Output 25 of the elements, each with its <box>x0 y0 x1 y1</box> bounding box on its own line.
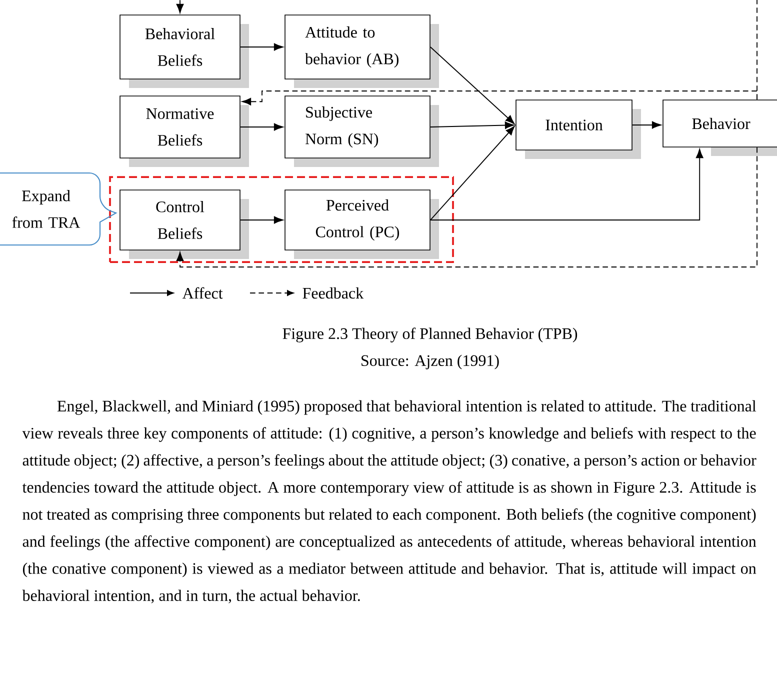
figure-caption: Figure 2.3 Theory of Planned Behavior (TPB) <box>282 328 578 342</box>
process-box: Subjective Norm (SN) <box>284 96 439 167</box>
process-box: Behavior <box>662 100 777 156</box>
process-box: Perceived Control (PC) <box>284 190 439 259</box>
arrow <box>240 43 284 51</box>
arrow <box>430 126 515 220</box>
process-box: Normative Beliefs <box>120 96 249 167</box>
process-box: Behavioral Beliefs <box>120 14 249 88</box>
legend-text: Feedback <box>302 287 364 299</box>
arrow <box>176 146 758 268</box>
arrow <box>240 123 284 131</box>
legend-text: Affect <box>182 287 223 299</box>
body-paragraph: Engel, Blackwell, and Miniard (1995) proposed that behavioral intention is related to attitude. The traditional view reveals three key components of attitude: (1) cognitive, a person’s knowledge and beliefs with respect to the attitude object; (2) affective, a person’s feelings about the attitude object; (3) conative, a person’s action or behavior tendencies toward the attitude object. A more contemporary view of attitude is as shown in Figure 2.3. Attitude is not treated as comprising three components but related to each component. Both beliefs (the cognitive component) and feelings (the affective component) are conceptualized as antecedents of attitude, whereas behavioral intention (the conative component) is viewed as a mediator between attitude and behavior. That is, attitude will impact on behavioral intention, and in turn, the actual behavior. <box>22 400 756 604</box>
arrow <box>430 122 514 129</box>
arrow <box>632 121 662 129</box>
arrow <box>240 216 284 224</box>
arrow <box>242 90 758 106</box>
dashed-group-box <box>109 176 454 263</box>
source-note: Source: Ajzen (1991) <box>362 354 499 370</box>
arrow <box>430 148 704 220</box>
process-box: Control Beliefs <box>120 190 249 259</box>
process-box: Attitude to behavior (AB) <box>284 14 439 88</box>
arrow <box>430 46 515 124</box>
callout-bubble: Expand from TRA <box>0 172 117 246</box>
process-box: Intention <box>516 100 641 159</box>
